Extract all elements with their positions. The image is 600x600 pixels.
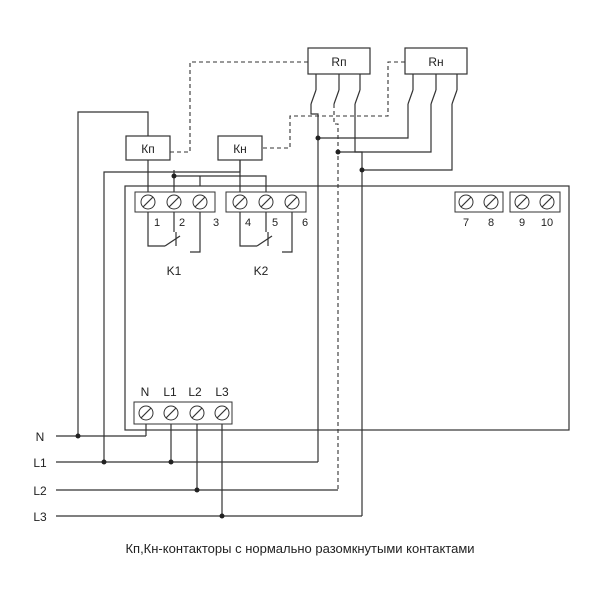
wire-rn-out3 <box>362 104 453 171</box>
terminal-8-label: 8 <box>488 217 494 229</box>
contact-k1-label: K1 <box>167 264 182 278</box>
device-housing <box>124 185 570 431</box>
wire-rp-l3-dashed <box>333 104 339 490</box>
power-terminal-block: N L1 L2 L3 <box>133 385 233 425</box>
wire-rp-l2 <box>310 104 319 462</box>
relay-rp-contacts <box>310 74 361 105</box>
terminal-9-label: 9 <box>519 217 525 229</box>
terminal-block-1-3: 1 2 3 <box>134 191 219 229</box>
terminal-5-label: 5 <box>272 217 278 229</box>
wire-rp-out3 <box>354 104 363 516</box>
line-l2-label: L2 <box>33 484 47 498</box>
junction-dots <box>75 135 365 519</box>
link-rp-kp <box>170 61 308 153</box>
terminal-6-label: 6 <box>302 217 308 229</box>
relay-rn-contacts <box>407 74 458 105</box>
terminal-4-label: 4 <box>245 217 251 229</box>
line-l1-label: L1 <box>33 456 47 470</box>
terminal-block-7-8: 7 8 <box>454 191 504 229</box>
terminal-2-label: 2 <box>179 217 185 229</box>
relay-rn: Rн <box>404 47 468 75</box>
power-terminal-n: N <box>141 385 150 399</box>
wire-rn-out2 <box>338 104 432 153</box>
line-n-label: N <box>36 430 45 444</box>
contact-k1: K1 <box>147 212 201 278</box>
power-terminal-l1: L1 <box>163 385 177 399</box>
contact-k2-label: K2 <box>254 264 269 278</box>
terminal-10-label: 10 <box>541 217 553 229</box>
wire-n-feed <box>77 111 149 436</box>
contactor-kn: Кн <box>217 135 263 161</box>
terminal-1-label: 1 <box>154 217 160 229</box>
terminal-block-4-6: 4 5 6 <box>225 191 308 229</box>
wire-rn-out1 <box>318 104 409 139</box>
terminal-7-label: 7 <box>463 217 469 229</box>
contactor-kp-label: Кп <box>141 142 155 156</box>
relay-rn-label: Rн <box>428 55 443 69</box>
terminal-3-label: 3 <box>213 217 219 229</box>
relay-rp: Rп <box>307 47 371 75</box>
diagram-caption: Кп,Кн-контакторы с нормально разомкнутым… <box>125 541 475 556</box>
power-lines: N L1 L2 L3 <box>33 424 362 524</box>
contact-k2: K2 <box>239 212 293 278</box>
line-l3-label: L3 <box>33 510 47 524</box>
contactor-kp: Кп <box>125 135 171 161</box>
contactor-kn-label: Кн <box>233 142 247 156</box>
power-terminal-l3: L3 <box>215 385 229 399</box>
terminal-block-9-10: 9 10 <box>509 191 561 229</box>
link-rn-kn <box>262 61 405 149</box>
relay-rp-label: Rп <box>331 55 346 69</box>
power-terminal-l2: L2 <box>188 385 202 399</box>
